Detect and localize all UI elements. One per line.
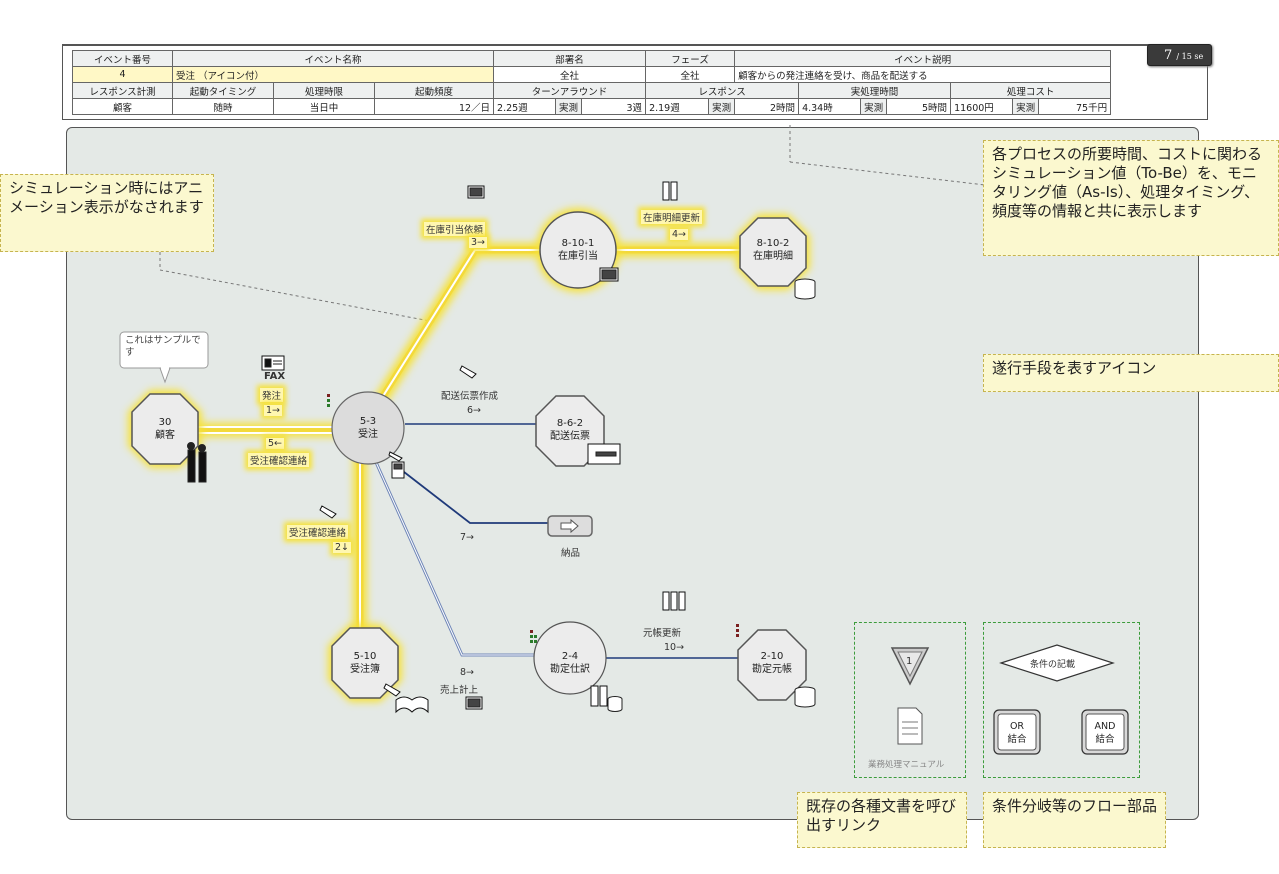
resp-plan-value: 顧客 bbox=[72, 98, 173, 115]
page-current: 7 bbox=[1164, 48, 1173, 63]
and-join-button[interactable]: AND 結合 bbox=[1086, 720, 1124, 746]
turnaround-sim: 2.25週 bbox=[493, 98, 557, 115]
event-name-value: 受注 （アイコン付） bbox=[171, 66, 495, 83]
edge-ledger-label[interactable]: 元帳更新 bbox=[643, 628, 682, 639]
proc-time-measured: 5時間 bbox=[886, 98, 952, 115]
node-id: 2-10 bbox=[760, 651, 784, 662]
edge-slip-no: 6→ bbox=[467, 405, 482, 416]
node-customer[interactable]: 30 顧客 bbox=[140, 416, 190, 442]
node-general-ledger[interactable]: 2-10 勘定元帳 bbox=[742, 650, 802, 676]
note-flow: 条件分岐等のフロー部品 bbox=[983, 792, 1166, 848]
node-stock-allocation[interactable]: 8-10-1 在庫引当 bbox=[543, 237, 613, 263]
edge-confirm-no: 5← bbox=[266, 438, 285, 449]
node-label: 配送伝票 bbox=[550, 431, 590, 442]
node-order-book[interactable]: 5-10 受注簿 bbox=[335, 650, 395, 676]
note-icons: 遂行手段を表すアイコン bbox=[983, 354, 1279, 392]
sample-callout: これはサンプルです bbox=[125, 335, 201, 358]
document-link-legend bbox=[854, 622, 966, 778]
and-label: AND bbox=[1094, 721, 1116, 732]
edge-ledger-no: 10→ bbox=[664, 642, 685, 653]
node-label: 勘定元帳 bbox=[752, 664, 792, 675]
turnaround-measured: 3週 bbox=[581, 98, 647, 115]
edge-sales-no: 8→ bbox=[460, 667, 475, 678]
node-delivery-slip[interactable]: 8-6-2 配送伝票 bbox=[540, 417, 600, 443]
header-event-no: イベント番号 bbox=[72, 50, 173, 67]
header-phase: フェーズ bbox=[645, 50, 736, 67]
join-label: 結合 bbox=[1007, 734, 1027, 745]
node-id: 5-10 bbox=[353, 651, 377, 662]
header-dept: 部署名 bbox=[493, 50, 647, 67]
node-label: 受注簿 bbox=[350, 664, 380, 675]
edge-confirm-label[interactable]: 受注確認連絡 bbox=[248, 453, 310, 467]
flow-parts-legend bbox=[983, 622, 1140, 778]
delivery-node-label[interactable]: 納品 bbox=[561, 548, 581, 559]
connector-number: 1 bbox=[906, 656, 913, 667]
edge-confirm2-label[interactable]: 受注確認連絡 bbox=[287, 525, 349, 539]
node-label: 在庫引当 bbox=[558, 251, 598, 262]
edge-stock-request-label[interactable]: 在庫引当依頼 bbox=[424, 222, 486, 236]
header-proc-cost: 処理コスト bbox=[950, 82, 1112, 99]
page-total: / 15 se bbox=[1176, 52, 1204, 61]
edge-stock-update-label[interactable]: 在庫明細更新 bbox=[641, 210, 703, 224]
header-event-desc: イベント説明 bbox=[734, 50, 1112, 67]
edge-slip-label[interactable]: 配送伝票作成 bbox=[441, 391, 499, 402]
page-indicator[interactable]: 7 / 15 se bbox=[1147, 44, 1212, 66]
edge-order-label[interactable]: 発注 bbox=[260, 388, 284, 402]
header-freq: 起動頻度 bbox=[373, 82, 495, 99]
note-docs: 既存の各種文書を呼び出すリンク bbox=[797, 792, 967, 848]
node-id: 8-10-2 bbox=[756, 238, 790, 249]
node-id: 8-6-2 bbox=[556, 418, 584, 429]
node-journal-entry[interactable]: 2-4 勘定仕訳 bbox=[540, 650, 600, 676]
or-label: OR bbox=[1009, 721, 1025, 732]
condition-label: 条件の記載 bbox=[1030, 660, 1076, 670]
edge-order-no: 1→ bbox=[264, 405, 283, 416]
node-id: 2-4 bbox=[561, 651, 579, 662]
proc-cost-measured: 75千円 bbox=[1038, 98, 1112, 115]
edge-stock-update-no: 4→ bbox=[670, 229, 689, 240]
node-order-receipt[interactable]: 5-3 受注 bbox=[343, 415, 393, 441]
response-measured-label: 実測 bbox=[708, 98, 736, 115]
sample-callout-shape bbox=[119, 331, 209, 384]
header-trigger: 起動タイミング bbox=[172, 82, 274, 99]
node-label: 在庫明細 bbox=[753, 251, 793, 262]
fax-icon-label: FAX bbox=[264, 371, 286, 382]
node-id: 30 bbox=[158, 417, 172, 428]
or-join-button[interactable]: OR 結合 bbox=[998, 720, 1036, 746]
deadline-value: 当日中 bbox=[273, 98, 375, 115]
edge-confirm2-no: 2↓ bbox=[333, 542, 352, 553]
edge-stock-request-no: 3→ bbox=[469, 237, 488, 248]
node-label: 顧客 bbox=[155, 430, 175, 441]
event-no-value: 4 bbox=[72, 66, 173, 83]
manual-link[interactable]: 業務処理マニュアル bbox=[868, 760, 945, 770]
node-label: 受注 bbox=[358, 429, 378, 440]
note-values: 各プロセスの所要時間、コストに関わるシミュレーション値（To-Be）を、モニタリ… bbox=[983, 140, 1279, 256]
node-id: 5-3 bbox=[359, 416, 377, 427]
header-deadline: 処理時限 bbox=[273, 82, 375, 99]
edge-sales-label[interactable]: 売上計上 bbox=[440, 685, 479, 696]
proc-time-measured-label: 実測 bbox=[860, 98, 888, 115]
header-proc-time: 実処理時間 bbox=[798, 82, 952, 99]
join-label: 結合 bbox=[1095, 734, 1115, 745]
event-info-table: イベント番号 イベント名称 部署名 フェーズ イベント説明 4 受注 （アイコン… bbox=[72, 50, 1112, 115]
header-event-name: イベント名称 bbox=[171, 50, 495, 67]
node-id: 8-10-1 bbox=[561, 238, 595, 249]
edge-delivery-no: 7→ bbox=[460, 532, 475, 543]
node-stock-detail[interactable]: 8-10-2 在庫明細 bbox=[738, 237, 808, 263]
node-label: 勘定仕訳 bbox=[550, 664, 590, 675]
note-simulation: シミュレーション時にはアニメーション表示がなされます bbox=[0, 174, 214, 252]
freq-value: 12／日 bbox=[373, 98, 495, 115]
